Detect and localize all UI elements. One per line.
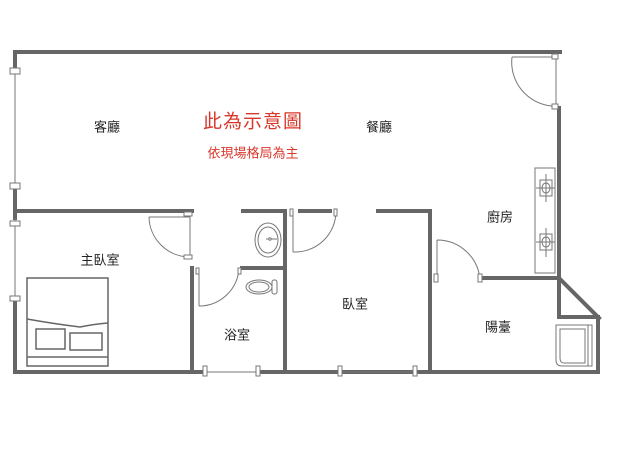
laundry-sink <box>555 324 593 367</box>
stove <box>534 167 556 274</box>
notice-subtitle: 依現場格局為主 <box>207 146 299 162</box>
label-bedroom: 臥室 <box>341 297 369 313</box>
wall-bedroom-top <box>376 209 432 374</box>
label-bathroom: 浴室 <box>223 328 251 344</box>
bedroom-door <box>292 210 337 253</box>
window-jamb <box>9 295 21 302</box>
label-dining-room: 餐廳 <box>365 120 393 136</box>
master-bedroom-door <box>148 216 191 258</box>
sink <box>254 222 282 258</box>
burner-2 <box>536 228 555 257</box>
wall-bath-top <box>241 209 287 374</box>
entrance-door <box>511 56 557 107</box>
window-jamb <box>9 182 21 190</box>
label-living-room: 客廳 <box>93 120 121 136</box>
toilet <box>245 279 278 295</box>
notice-title: 此為示意圖 <box>202 110 304 133</box>
wall-right <box>557 106 602 321</box>
label-kitchen: 廚房 <box>486 210 514 226</box>
window-jamb <box>9 67 21 75</box>
burner-1 <box>536 174 555 202</box>
label-master-bedroom: 主臥室 <box>80 253 120 269</box>
window-jamb <box>9 220 21 227</box>
bed <box>26 277 109 367</box>
label-balcony: 陽臺 <box>484 320 512 336</box>
balcony-door <box>436 239 481 281</box>
bathroom-door <box>198 267 240 307</box>
